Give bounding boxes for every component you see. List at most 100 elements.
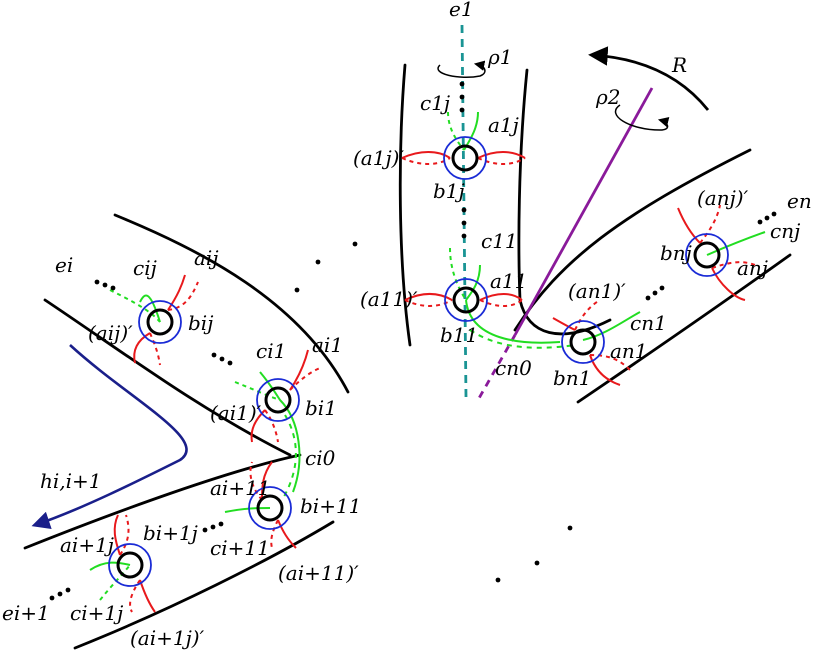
label-a11: a11 bbox=[490, 269, 527, 293]
dot bbox=[218, 521, 224, 527]
label-cji: cij bbox=[133, 256, 157, 280]
label-aji: aij bbox=[194, 246, 219, 270]
dot bbox=[211, 352, 217, 358]
a-curve-ij1p-dashed bbox=[129, 579, 141, 613]
label-a1i: ai1 bbox=[312, 333, 343, 357]
label-b1i: bi1 bbox=[305, 396, 337, 420]
a-curve-n1p-solid bbox=[552, 317, 576, 331]
dot bbox=[49, 595, 55, 601]
dot bbox=[202, 527, 208, 533]
a-curve-i11p-dashed bbox=[270, 519, 279, 549]
c-curve-i1-dashed bbox=[234, 381, 281, 401]
label-aj1p: (a1j)′ bbox=[353, 146, 404, 170]
dot bbox=[495, 577, 501, 583]
c-curve-i0-solid bbox=[279, 399, 301, 493]
label-cji1: ci+1j bbox=[70, 601, 123, 625]
hole-ij bbox=[138, 300, 182, 344]
hole-1j bbox=[443, 136, 487, 180]
c-curve-ij-solid bbox=[139, 294, 161, 323]
a-curve-n1-solid bbox=[589, 354, 621, 386]
a-curve-i1p-solid bbox=[250, 409, 266, 443]
hole-i1-boundary bbox=[264, 386, 292, 414]
label-c1i: ci1 bbox=[256, 339, 286, 363]
rotation-arrow-rho2 bbox=[614, 104, 670, 131]
arm-en-upper-edge bbox=[513, 148, 752, 332]
dot bbox=[659, 285, 665, 291]
label-cjn: cnj bbox=[770, 219, 800, 243]
b-curve-i11 bbox=[248, 486, 292, 530]
a-curve-n1p-dashed bbox=[574, 299, 601, 331]
label-a1ip: (ai1)′ bbox=[210, 401, 262, 425]
c-curve-i0-dashed bbox=[281, 414, 297, 501]
label-c1n: cn1 bbox=[630, 311, 667, 335]
hole-11-boundary bbox=[452, 286, 480, 314]
a-curve-i11-solid bbox=[261, 461, 273, 501]
dot bbox=[102, 282, 108, 288]
a-curve-ij1-dashed bbox=[119, 514, 130, 556]
dot bbox=[461, 207, 467, 213]
label-bji1: bi+1j bbox=[143, 521, 198, 545]
dot bbox=[352, 241, 358, 247]
a-curve-ij-solid bbox=[167, 274, 186, 311]
label-aji1: ai+1j bbox=[60, 533, 114, 557]
c-curve-1j-solid bbox=[463, 111, 479, 151]
label-b11: b11 bbox=[440, 323, 478, 347]
a-curve-1jp-solid bbox=[401, 151, 451, 159]
a-curve-11-solid bbox=[479, 293, 523, 301]
hole-n1-boundary bbox=[569, 328, 597, 356]
label-b1n: bn1 bbox=[553, 366, 591, 390]
c-curve-11-solid bbox=[465, 264, 481, 301]
a-curve-ij1p-solid bbox=[139, 579, 156, 613]
a-curve-11p-dashed bbox=[404, 299, 453, 307]
a-curve-i11p-solid bbox=[277, 519, 297, 549]
arm-ei-inner-edge bbox=[43, 298, 292, 457]
dot bbox=[459, 94, 465, 100]
rotation-arrow-R bbox=[588, 46, 710, 111]
hole-11 bbox=[444, 278, 488, 322]
a-curve-11p-solid bbox=[404, 293, 453, 301]
hole-ij1 bbox=[108, 543, 152, 587]
dot bbox=[315, 259, 321, 265]
hole-1j-boundary bbox=[451, 144, 479, 172]
label-ei: ei bbox=[55, 253, 73, 277]
dot bbox=[461, 233, 467, 239]
dot bbox=[65, 587, 71, 593]
dot bbox=[461, 220, 467, 226]
a-curve-i1p-dashed bbox=[264, 409, 279, 443]
dot bbox=[534, 560, 540, 566]
dot bbox=[110, 285, 116, 291]
dot bbox=[57, 591, 63, 597]
label-a11p: (a11)′ bbox=[360, 287, 418, 311]
label-c0i: ci0 bbox=[305, 446, 336, 470]
a-curve-i1-solid bbox=[289, 349, 309, 391]
label-a1np: (an1)′ bbox=[568, 279, 626, 303]
dot bbox=[459, 107, 465, 113]
a-curve-i1-dashed bbox=[289, 367, 321, 391]
label-e1: e1 bbox=[449, 0, 474, 21]
holes bbox=[108, 136, 729, 587]
label-aj1: a1j bbox=[488, 113, 519, 137]
b-curve-11 bbox=[444, 278, 488, 322]
label-hii1: hi,i+1 bbox=[40, 469, 102, 493]
label-cj1: c1j bbox=[420, 91, 450, 115]
a-curve-ij-dashed bbox=[167, 281, 199, 311]
label-b1i1: bi+11 bbox=[300, 494, 361, 518]
a-curve-11-dashed bbox=[479, 299, 523, 307]
a-curve-n1-dashed bbox=[589, 354, 631, 371]
label-R: R bbox=[671, 53, 687, 77]
label-bji: bij bbox=[188, 311, 213, 335]
dot bbox=[219, 356, 225, 362]
label-rho2: ρ2 bbox=[595, 85, 620, 109]
hole-ij-boundary bbox=[146, 308, 174, 336]
dot bbox=[652, 290, 658, 296]
hole-nj-boundary bbox=[693, 241, 721, 269]
a-curve-nj-solid bbox=[711, 267, 746, 301]
dot bbox=[771, 211, 777, 217]
c-curve-i1-solid bbox=[259, 371, 281, 401]
a-curves bbox=[113, 151, 756, 613]
b-curve-1j bbox=[443, 136, 487, 180]
label-a1i1p: (ai+11)′ bbox=[278, 561, 359, 585]
b-curve-nj bbox=[685, 233, 729, 277]
